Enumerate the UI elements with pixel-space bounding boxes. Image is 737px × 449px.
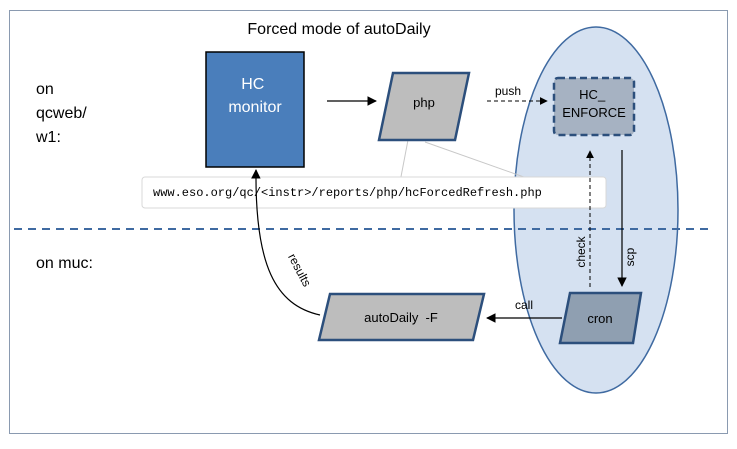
zone-label-qcweb: on qcweb/ w1: [35, 81, 91, 146]
zone-label-qcweb-line-3: w1: [35, 129, 61, 146]
scp-label: scp [623, 247, 637, 266]
hc-monitor-label: HC monitor [228, 76, 282, 116]
url-box [141, 176, 607, 209]
hc-enforce-label-line-1: HC_ [579, 87, 606, 102]
zone-label-muc: on muc: [36, 255, 93, 272]
autodaily-label: autoDaily -F [364, 310, 438, 325]
zone-label-qcweb-line-1: on [36, 81, 54, 98]
diagram-title: Forced mode of autoDaily [247, 21, 430, 38]
check-label: check [574, 235, 588, 267]
hc-monitor-label-line-2: monitor [228, 99, 282, 116]
hc-monitor-box [205, 51, 305, 168]
autodaily-node [317, 292, 486, 342]
call-label: call [515, 298, 533, 312]
zone-label-qcweb-line-2: qcweb/ [36, 105, 87, 122]
php-label: php [413, 95, 435, 110]
hc-monitor-label-line-1: HC [241, 76, 264, 93]
php-url-connector-left [399, 139, 409, 183]
cron-label: cron [587, 311, 612, 326]
hc-enforce-label: HC_ ENFORCE [562, 87, 626, 120]
arrow-results [251, 169, 321, 316]
push-label: push [495, 84, 521, 98]
cron-node [558, 291, 643, 345]
hc-enforce-label-line-2: ENFORCE [562, 105, 626, 120]
php-node [377, 71, 471, 142]
hc-enforce-node [552, 76, 636, 137]
url-text: www.eso.org/qc/<instr>/reports/php/hcFor… [153, 186, 542, 200]
